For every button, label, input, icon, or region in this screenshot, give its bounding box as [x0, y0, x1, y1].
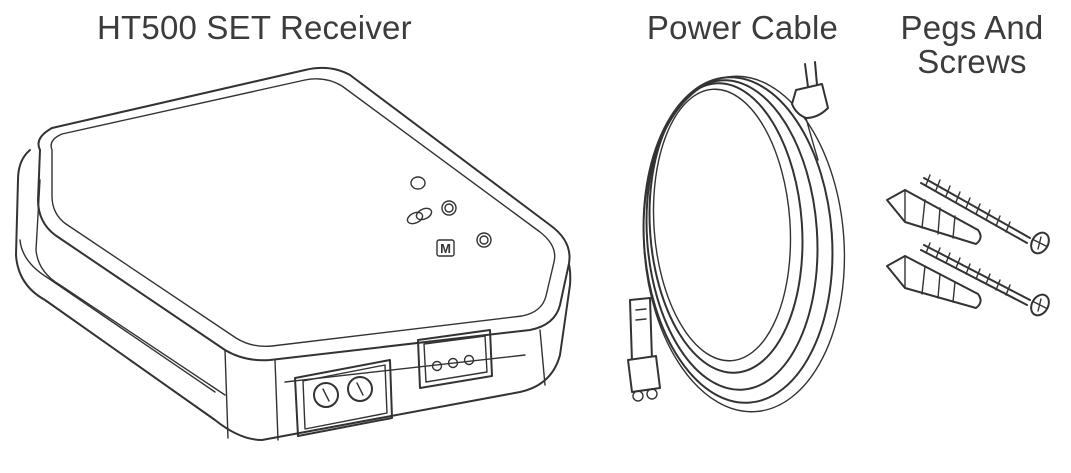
pegs-screws-title: Pegs And Screws [893, 11, 1051, 79]
power-plug-icon [791, 61, 829, 161]
receiver-device: M [15, 66, 572, 441]
cable-connector-icon [627, 297, 661, 402]
status-led-icon [410, 176, 426, 190]
pegs-and-screws [886, 174, 1050, 317]
mode-button-label: M [440, 241, 451, 256]
wall-peg-icon [886, 189, 982, 245]
pegs-title-line1: Pegs And [900, 9, 1044, 46]
power-terminal [294, 359, 393, 437]
screw-icon [920, 174, 1050, 255]
receiver-title: HT500 SET Receiver [97, 9, 412, 46]
power-cable [627, 61, 846, 413]
wall-peg-icon [886, 255, 982, 309]
relay-terminal [417, 329, 493, 389]
link-icon [406, 207, 433, 225]
pegs-title-line2: Screws [917, 43, 1027, 80]
screw-icon [920, 242, 1050, 317]
power-cable-title: Power Cable [646, 9, 839, 46]
mode-button: M [436, 232, 492, 257]
link-button [441, 200, 457, 216]
